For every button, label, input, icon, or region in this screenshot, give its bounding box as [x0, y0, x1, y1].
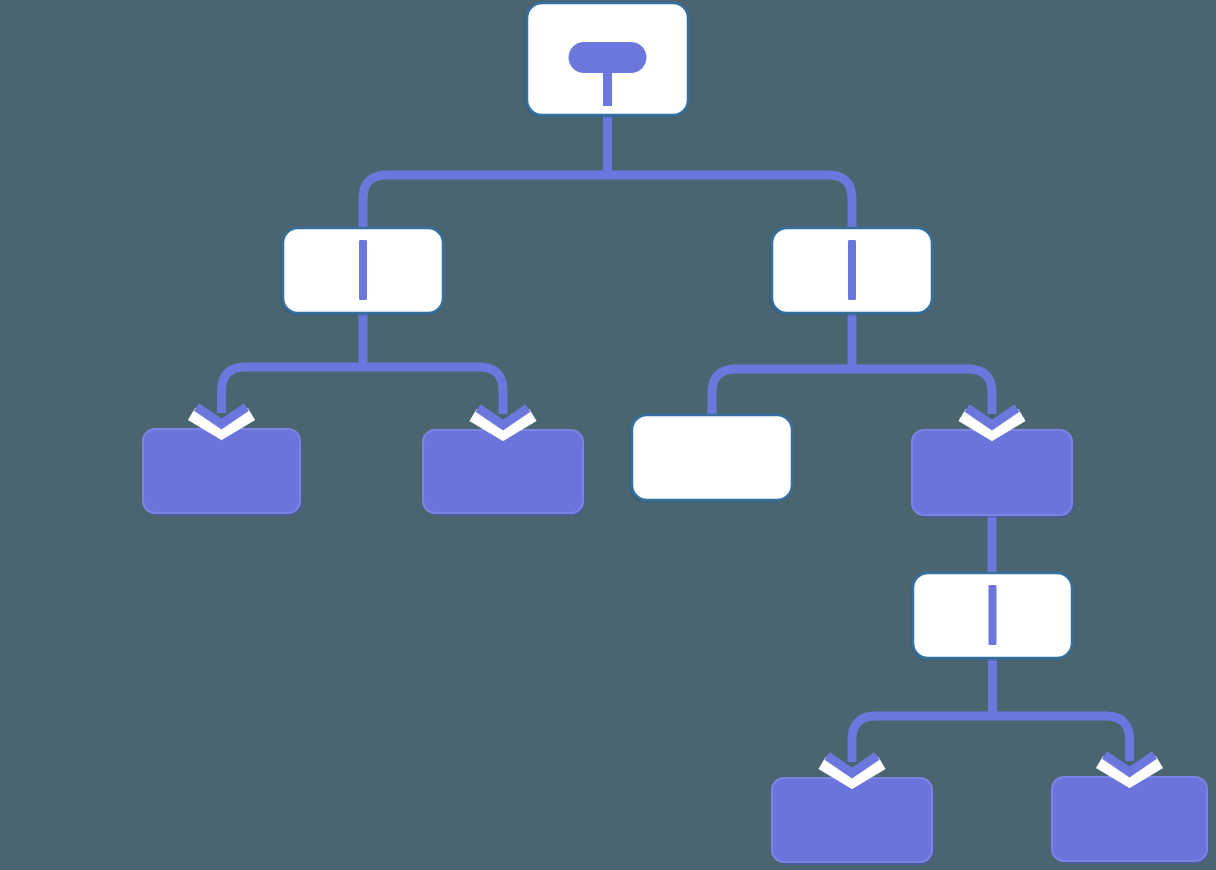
- chevron-casing-icon: [1095, 755, 1164, 789]
- target-node-4[interactable]: [771, 777, 933, 863]
- connector-n4w-leaf3: [847, 711, 993, 762]
- capsule-stem-icon: [603, 71, 612, 106]
- flow-line-icon: [359, 240, 367, 300]
- chevron-casing-icon: [958, 408, 1026, 442]
- chevron-arrow-icon: [193, 403, 250, 430]
- chevron-casing-icon: [469, 408, 537, 442]
- target-node-3[interactable]: [911, 429, 1073, 516]
- connector-n2l-leaf1: [217, 362, 363, 413]
- chevron-casing-icon: [187, 407, 256, 441]
- flow-line-icon: [988, 585, 997, 645]
- chevron-arrow-icon: [964, 404, 1020, 431]
- connector-n2l-leaf2: [363, 362, 508, 414]
- connector-n4w-leaf4: [992, 711, 1134, 761]
- chevron-arrow-icon: [1101, 751, 1158, 778]
- connector-n2r-n3p: [852, 364, 997, 414]
- connector-n2r-n3w: [707, 364, 852, 419]
- flow-line-icon: [848, 240, 856, 300]
- connector-root-n2l: [358, 170, 608, 232]
- chevron-casing-icon: [818, 756, 886, 790]
- target-node-5[interactable]: [1051, 776, 1208, 862]
- chevron-arrow-icon: [824, 752, 880, 779]
- plain-node[interactable]: [630, 413, 794, 502]
- connector-root-n2r: [607, 170, 857, 232]
- target-node-1[interactable]: [142, 428, 301, 514]
- chevron-arrow-icon: [475, 404, 531, 431]
- target-node-2[interactable]: [422, 429, 584, 514]
- capsule-icon: [568, 42, 647, 73]
